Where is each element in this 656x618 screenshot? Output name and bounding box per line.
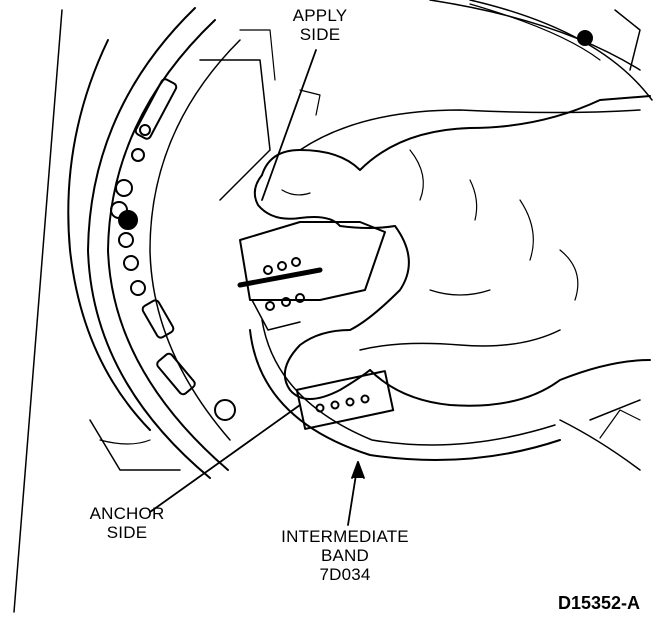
hand-illustration xyxy=(253,95,651,407)
intermediate-band-label-line-1: INTERMEDIATE xyxy=(281,527,409,546)
intermediate-band-assembly xyxy=(199,29,641,461)
apply-side-label-line-2: SIDE xyxy=(299,25,341,44)
perforated-drum-ring xyxy=(87,7,241,479)
anchor-side-label-line-1: ANCHOR xyxy=(89,504,165,523)
anchor-side-label-line-2: SIDE xyxy=(106,523,148,542)
callout-leaders xyxy=(149,49,365,526)
transmission-case xyxy=(13,0,653,613)
apply-side-label: APPLY SIDE xyxy=(270,6,370,44)
intermediate-band-label-line-2: BAND xyxy=(320,546,370,565)
apply-side-label-line-1: APPLY xyxy=(292,6,348,25)
intermediate-band-part-number: 7D034 xyxy=(319,565,371,584)
figure-id: D15352-A xyxy=(557,593,640,613)
anchor-side-label: ANCHOR SIDE xyxy=(72,504,182,542)
intermediate-band-label: INTERMEDIATE BAND 7D034 xyxy=(245,527,445,584)
